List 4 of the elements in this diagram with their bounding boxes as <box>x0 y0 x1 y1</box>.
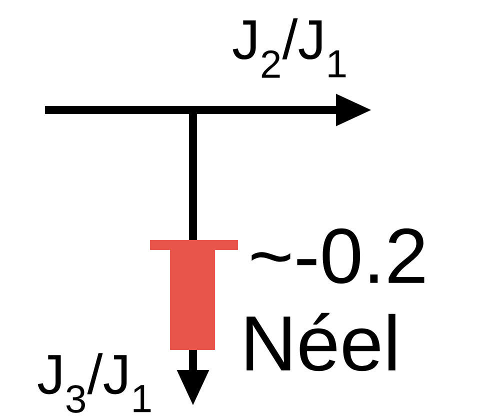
phase-label: Néel <box>246 312 396 372</box>
axis-label: J$_{3}$/J$_{1}$ <box>38 353 151 413</box>
axis-label: J$_{2}$/J$_{1}$ <box>232 18 346 78</box>
value-label: ~-0.2 <box>252 228 424 284</box>
